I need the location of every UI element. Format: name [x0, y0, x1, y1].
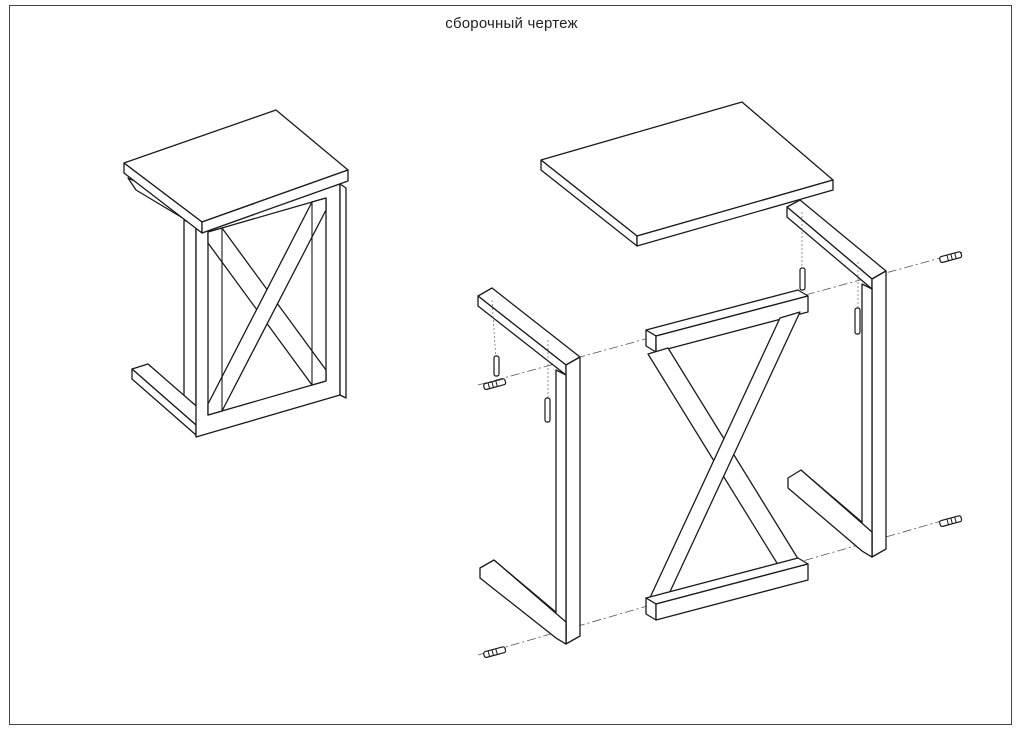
- bolt-right-bottom: [939, 515, 963, 528]
- assembled-frame-side: [339, 183, 347, 399]
- right-leg-screws: [799, 251, 963, 528]
- exploded-x-frame: [645, 289, 809, 621]
- bolt-right-top: [939, 251, 963, 264]
- assembled-tabletop-side: [201, 169, 349, 234]
- left-leg-screws: [483, 355, 551, 659]
- screw-right-2: [854, 307, 861, 335]
- exploded-left-leg: [477, 287, 581, 645]
- assembled-table: [123, 109, 349, 438]
- screw-left-2: [544, 397, 551, 423]
- exploded-tabletop: [540, 101, 834, 247]
- exploded-view: [477, 101, 963, 659]
- bolt-left-bottom: [483, 646, 507, 659]
- bolt-left-top: [483, 378, 507, 391]
- sheet-frame: [9, 5, 1012, 725]
- assembled-back-upright: [183, 219, 197, 426]
- exploded-right-leg: [786, 199, 887, 558]
- screw-left-1: [493, 355, 500, 377]
- drawing-title: сборочный чертеж: [445, 15, 578, 32]
- screw-right-1: [799, 267, 806, 291]
